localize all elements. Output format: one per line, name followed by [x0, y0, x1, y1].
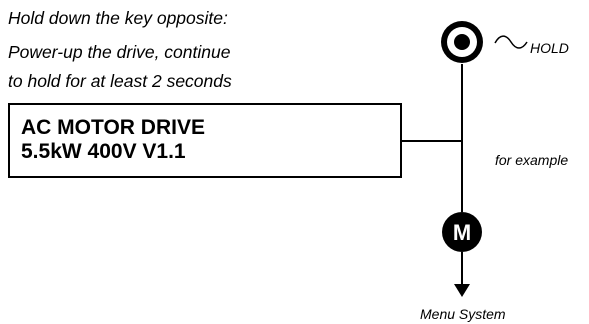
lcd-display: AC MOTOR DRIVE 5.5kW 400V V1.1 — [8, 103, 402, 178]
instruction-line-2: Power-up the drive, continue — [8, 42, 231, 62]
menu-system-label: Menu System — [420, 306, 506, 322]
m-key-circle — [442, 212, 482, 252]
instruction-line-1: Hold down the key opposite: — [8, 8, 228, 28]
display-line-1: AC MOTOR DRIVE — [21, 116, 205, 139]
example-label: for example — [495, 152, 569, 168]
hold-key[interactable] — [441, 21, 483, 63]
record-dot-icon — [454, 34, 470, 50]
m-key[interactable]: M — [442, 212, 482, 252]
display-line-2: 5.5kW 400V V1.1 — [21, 140, 186, 163]
down-arrow-icon — [454, 284, 470, 297]
m-key-letter: M — [453, 220, 471, 245]
hold-label: HOLD — [530, 40, 569, 56]
instruction-line-3: to hold for at least 2 seconds — [8, 71, 232, 91]
hold-wave-icon — [494, 35, 528, 49]
